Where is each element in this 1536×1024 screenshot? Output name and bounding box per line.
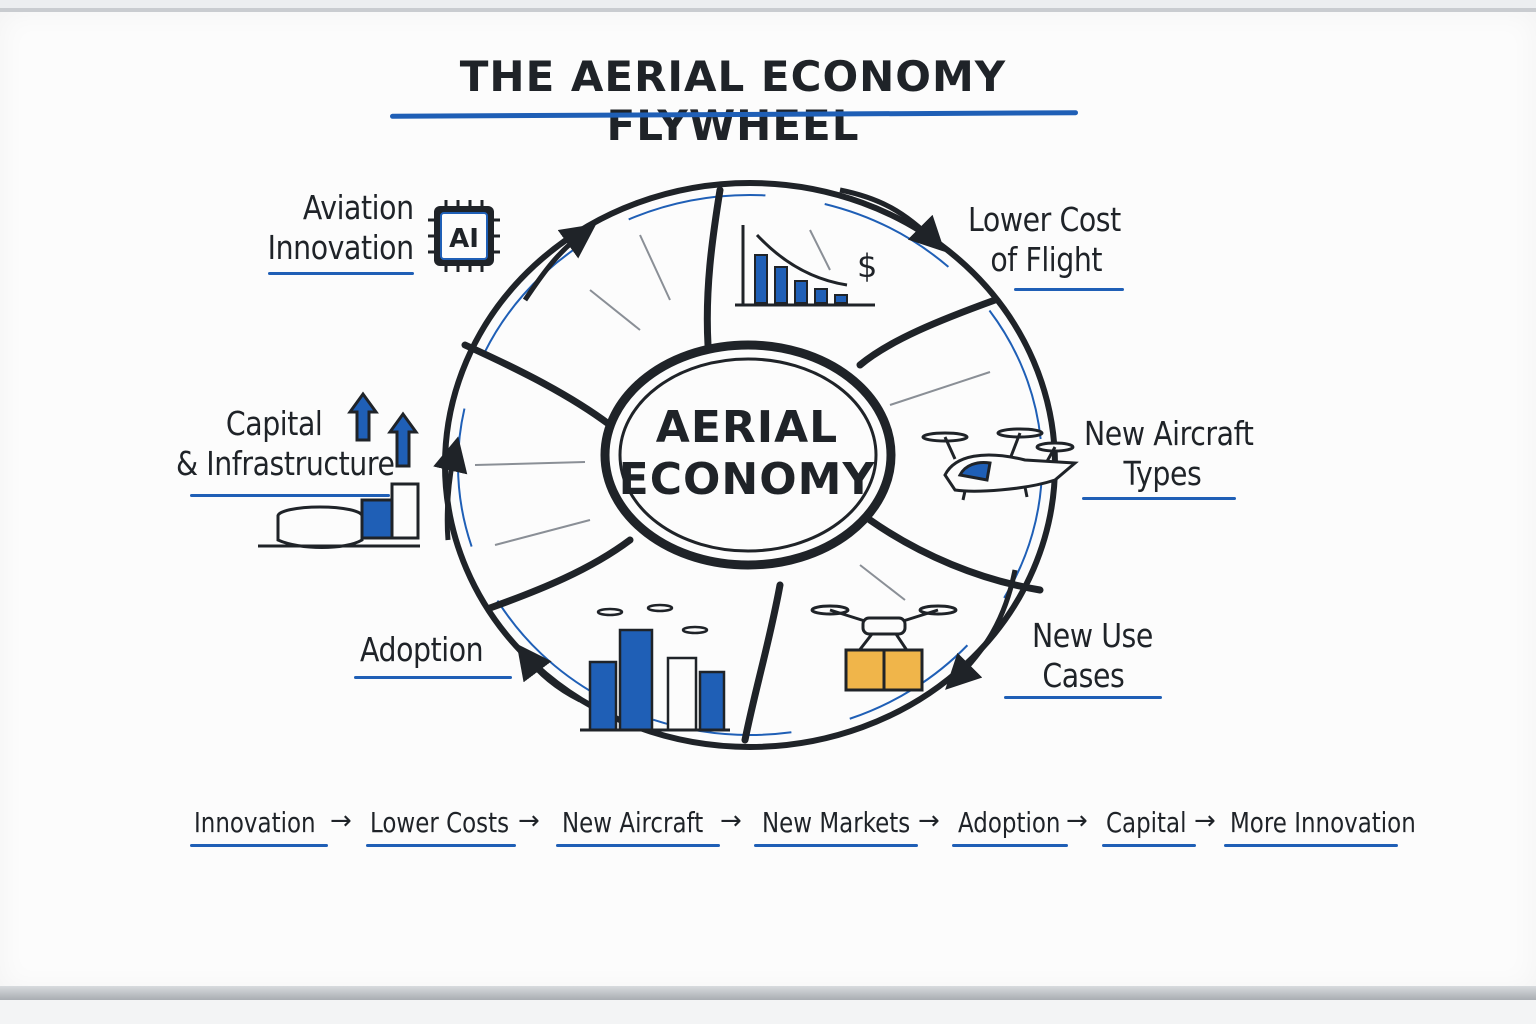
svg-text:$: $ <box>857 247 877 285</box>
hub-label-line2: ECONOMY <box>618 454 876 505</box>
capital-underline <box>190 494 390 497</box>
cost-underline <box>1014 288 1124 291</box>
stage-label-adoption: Adoption <box>360 630 484 670</box>
stage-adoption-line1: Adoption <box>360 630 484 669</box>
stage-label-use-cases: New Use Cases <box>1032 616 1153 696</box>
declining-cost-chart-icon: $ <box>735 225 877 307</box>
chain-arrow-4: → <box>918 806 940 836</box>
arrow-to-use-cases <box>945 569 1018 690</box>
chain-arrow-2: → <box>518 806 540 836</box>
chain-underline-5 <box>952 844 1068 847</box>
arrow-innovation-to-wheel <box>522 223 597 302</box>
chain-arrow-3: → <box>720 806 742 836</box>
stage-use-cases-line2: Cases <box>1042 656 1125 695</box>
chain-item-7: More Innovation <box>1230 806 1416 839</box>
ai-chip-icon: AI <box>428 200 500 272</box>
wall <box>0 1000 1536 1024</box>
flow-arrows <box>433 187 1018 703</box>
stage-aircraft-line1: New Aircraft <box>1084 414 1254 453</box>
stage-capital-line2: & Infrastructure <box>176 444 395 483</box>
stage-innovation-line1: Aviation <box>302 188 414 227</box>
arrow-to-adoption <box>516 643 582 703</box>
stage-label-capital: Capital & Infrastructure <box>176 404 395 484</box>
hub-label-line1: AERIAL <box>655 402 839 453</box>
evtol-aircraft-icon <box>921 427 1079 501</box>
chain-item-5: Adoption <box>958 806 1061 839</box>
svg-text:AI: AI <box>449 224 479 254</box>
chain-item-1: Innovation <box>194 806 316 839</box>
chain-underline-2 <box>366 844 516 847</box>
vertiport-growth-icon <box>258 391 420 549</box>
arrow-to-lower-cost <box>839 187 945 252</box>
chain-underline-6 <box>1102 844 1196 847</box>
stage-label-aircraft: New Aircraft Types <box>1084 414 1254 494</box>
innovation-underline <box>268 272 414 275</box>
adoption-underline <box>354 676 512 679</box>
wheel-spokes <box>461 186 1044 744</box>
chain-item-3: New Aircraft <box>562 806 704 839</box>
aircraft-underline <box>1082 497 1236 500</box>
stage-use-cases-line1: New Use <box>1032 616 1153 655</box>
chain-item-6: Capital <box>1106 806 1187 839</box>
chain-arrow-1: → <box>330 806 352 836</box>
stage-cost-line1: Lower Cost <box>968 200 1121 239</box>
chain-arrow-6: → <box>1194 806 1216 836</box>
chain-underline-4 <box>754 844 918 847</box>
chain-underline-7 <box>1224 844 1398 847</box>
hub-ring <box>600 340 896 570</box>
chain-item-2: Lower Costs <box>370 806 510 839</box>
stage-label-cost: Lower Cost of Flight <box>968 200 1121 280</box>
stage-cost-line2: of Flight <box>990 240 1103 279</box>
stage-label-innovation: Aviation Innovation <box>268 188 414 268</box>
chain-underline-3 <box>556 844 720 847</box>
delivery-drone-icon <box>810 604 958 692</box>
page-title: THE AERIAL ECONOMY FLYWHEEL <box>459 52 1007 150</box>
city-drones-icon <box>580 603 730 732</box>
chain-item-4: New Markets <box>762 806 911 839</box>
arrow-to-capital <box>433 436 468 541</box>
chain-underline-1 <box>190 844 328 847</box>
whiteboard-tray <box>0 986 1536 1000</box>
stage-aircraft-line2: Types <box>1123 454 1202 493</box>
hub-label: AERIAL ECONOMY <box>612 402 882 506</box>
stage-capital-line1: Capital <box>225 404 323 443</box>
chain-arrow-5: → <box>1066 806 1088 836</box>
wheel-shading <box>474 229 991 601</box>
stage-innovation-line2: Innovation <box>267 228 414 267</box>
use-cases-underline <box>1004 696 1162 699</box>
